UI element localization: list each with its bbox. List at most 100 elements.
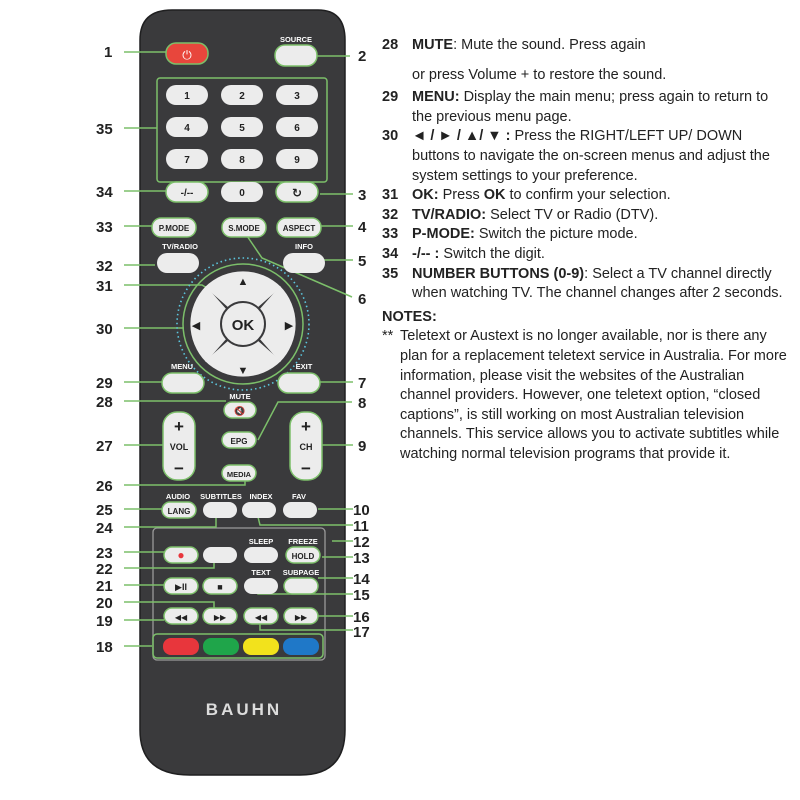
channel-rocker[interactable]	[289, 411, 323, 481]
entry-number: 31	[382, 187, 399, 204]
hold-button[interactable]	[285, 546, 321, 564]
down-arrow-icon: ▼	[238, 365, 249, 377]
callout-12: 12	[353, 534, 370, 551]
callout-32: 32	[96, 258, 113, 275]
fav-button[interactable]	[283, 502, 317, 518]
epg-label: EPG	[231, 437, 248, 446]
callout-18: 18	[96, 639, 113, 656]
right-button[interactable]	[259, 286, 296, 362]
digit-0-button[interactable]	[221, 182, 263, 202]
notes-title: NOTES:	[382, 308, 437, 325]
callout-26: 26	[96, 478, 113, 495]
volume-rocker[interactable]	[162, 411, 196, 481]
epg-button[interactable]	[221, 431, 257, 449]
power-button[interactable]	[165, 42, 209, 65]
fav-label: FAV	[292, 492, 306, 501]
subtitles-button[interactable]	[203, 502, 237, 518]
digit-3-button[interactable]	[276, 85, 318, 105]
stop-button[interactable]	[202, 577, 238, 595]
dpad-outline	[182, 263, 304, 385]
left-arrow-icon: ◀	[192, 320, 201, 332]
brand-logo: BAUHN	[206, 700, 282, 719]
menu-button[interactable]	[161, 372, 205, 394]
entry-term: P-MODE:	[412, 226, 475, 243]
sleep-button[interactable]	[244, 547, 278, 563]
blue-key[interactable]	[283, 638, 319, 655]
callout-10: 10	[353, 502, 370, 519]
entry-number: 33	[382, 226, 399, 243]
digit-1-button[interactable]	[166, 85, 208, 105]
next-button[interactable]	[283, 607, 319, 625]
digit-5-button[interactable]	[221, 117, 263, 137]
entry-text: TV/RADIO: Select TV or Radio (DTV).	[412, 206, 787, 226]
digit-8-button[interactable]	[221, 149, 263, 169]
rewind-button[interactable]	[163, 607, 199, 625]
subpage-button[interactable]	[283, 577, 319, 595]
audio-lang-button[interactable]	[161, 501, 197, 519]
digit-2-button[interactable]	[221, 85, 263, 105]
down-button[interactable]	[205, 340, 281, 377]
callout-2: 2	[358, 48, 366, 65]
entry-text: P-MODE: Switch the picture mode.	[412, 225, 787, 245]
channel-up-icon[interactable]: +	[301, 417, 311, 436]
digit-6-label: 6	[294, 123, 300, 134]
info-button[interactable]	[283, 253, 325, 273]
record-button[interactable]	[163, 546, 199, 564]
digit-9-button[interactable]	[276, 149, 318, 169]
callout-6: 6	[358, 291, 366, 308]
callout-35: 35	[96, 121, 113, 138]
green-key[interactable]	[203, 638, 239, 655]
source-button[interactable]	[274, 44, 318, 67]
digit-4-button[interactable]	[166, 117, 208, 137]
smode-button[interactable]	[221, 217, 267, 238]
entry-text: -/-- : Switch the digit.	[412, 245, 787, 265]
callout-21: 21	[96, 578, 113, 595]
blank-button[interactable]	[203, 547, 237, 563]
recall-button[interactable]	[275, 181, 319, 203]
legend-entry-30: 30 ◄ / ► / ▲/ ▼ : Press the RIGHT/LEFT U…	[382, 127, 787, 186]
pmode-button[interactable]	[151, 217, 197, 238]
next-icon: ▶▶	[295, 613, 308, 622]
exit-button[interactable]	[277, 372, 321, 394]
digit-toggle-button[interactable]	[165, 181, 209, 203]
digit-toggle-label: -/--	[181, 188, 194, 199]
callout-7: 7	[358, 375, 366, 392]
mute-button[interactable]	[223, 401, 257, 419]
red-key[interactable]	[163, 638, 199, 655]
volume-up-icon[interactable]: +	[174, 417, 184, 436]
callout-3: 3	[358, 187, 366, 204]
lang-label: LANG	[168, 507, 191, 516]
fast-forward-button[interactable]	[202, 607, 238, 625]
tv-radio-button[interactable]	[157, 253, 199, 273]
legend-entry-31: 31 OK: Press OK to confirm your selectio…	[382, 186, 787, 206]
entry-text: MENU: Display the main menu; press again…	[412, 88, 787, 127]
entry-term: MENU:	[412, 89, 460, 106]
entry-text: NUMBER BUTTONS (0-9): Select a TV channe…	[412, 265, 787, 304]
entry-text: ◄ / ► / ▲/ ▼ : Press the RIGHT/LEFT UP/ …	[412, 127, 787, 186]
yellow-key[interactable]	[243, 638, 279, 655]
digit-2-label: 2	[239, 91, 245, 102]
media-button[interactable]	[221, 464, 257, 482]
freeze-label: FREEZE	[288, 537, 318, 546]
entry-text: OK: Press OK to confirm your selection.	[412, 186, 787, 206]
up-button[interactable]	[205, 271, 281, 308]
aspect-button[interactable]	[276, 217, 322, 238]
digit-8-label: 8	[239, 155, 245, 166]
play-pause-button[interactable]	[163, 577, 199, 595]
callout-28: 28	[96, 394, 113, 411]
digit-7-button[interactable]	[166, 149, 208, 169]
smode-label: S.MODE	[228, 224, 260, 233]
callout-19: 19	[96, 613, 113, 630]
text-button[interactable]	[244, 578, 278, 594]
aspect-label: ASPECT	[283, 224, 316, 233]
digit-6-button[interactable]	[276, 117, 318, 137]
channel-down-icon[interactable]: −	[301, 459, 311, 478]
left-button[interactable]	[190, 286, 227, 362]
recall-icon: ↻	[292, 186, 302, 200]
exit-label: EXIT	[296, 362, 313, 371]
index-button[interactable]	[242, 502, 276, 518]
ok-button[interactable]	[220, 301, 266, 347]
prev-button[interactable]	[243, 607, 279, 625]
volume-down-icon[interactable]: −	[174, 459, 184, 478]
callout-16: 16	[353, 609, 370, 626]
